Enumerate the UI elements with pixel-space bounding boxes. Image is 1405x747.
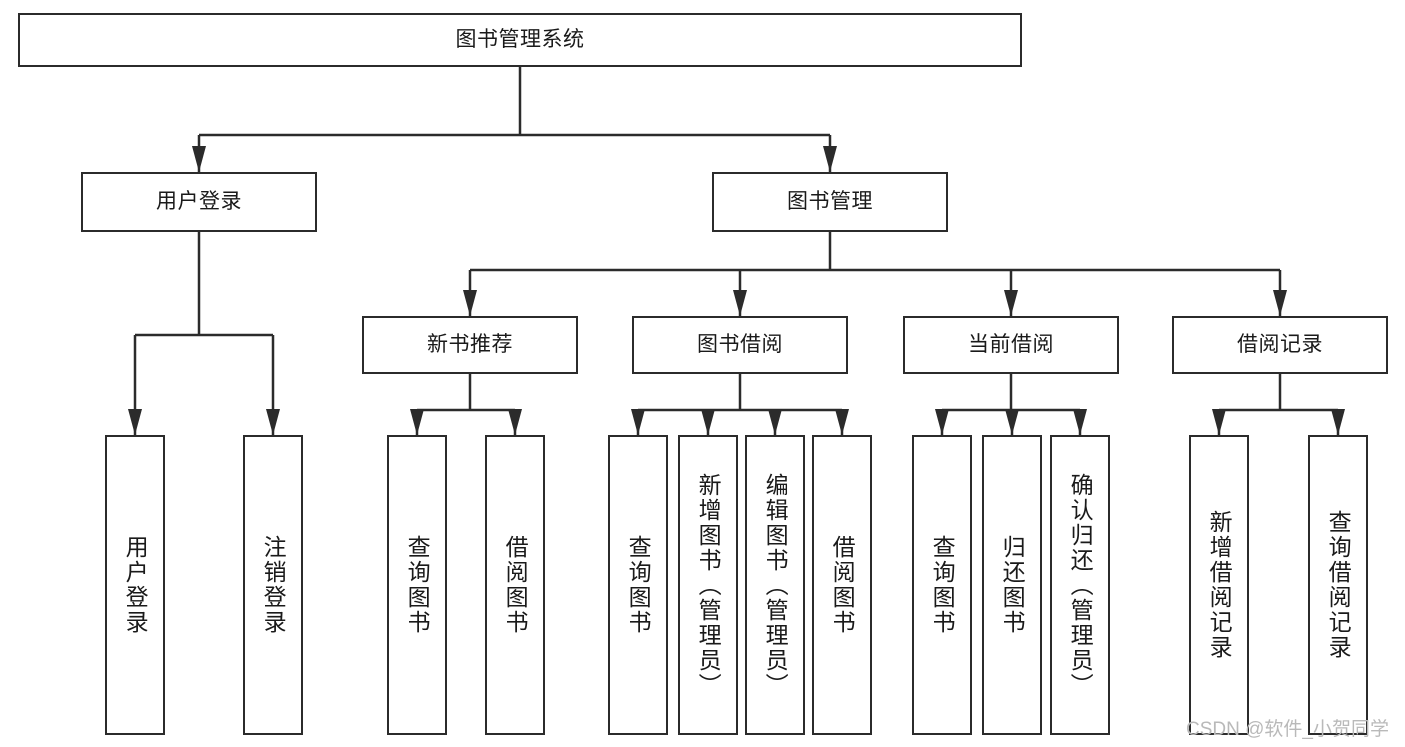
node-label: 图书管理系统 [455,27,585,51]
node-new-book-rec[interactable]: 新书推荐 [362,316,578,374]
node-leaf-user-login[interactable]: 用户登录 [105,435,165,735]
node-label: 借阅图书 [502,535,529,635]
arrowhead-icon [733,290,747,316]
node-leaf-rec-search[interactable]: 查询借阅记录 [1308,435,1368,735]
node-leaf-cur-confirm[interactable]: 确认归还（管理员） [1050,435,1110,735]
arrowhead-icon [701,409,715,435]
arrowhead-icon [410,409,424,435]
node-leaf-brw-query[interactable]: 查询图书 [608,435,668,735]
arrowhead-icon [823,146,837,172]
node-label: 借阅图书 [829,535,856,635]
arrowhead-icon [266,409,280,435]
arrowhead-icon [1004,290,1018,316]
arrowhead-icon [128,409,142,435]
node-label: 当前借阅 [968,332,1054,356]
node-leaf-rec-query[interactable]: 查询图书 [387,435,447,735]
node-book-manage[interactable]: 图书管理 [712,172,948,232]
arrowhead-icon [508,409,522,435]
node-user-login[interactable]: 用户登录 [81,172,317,232]
node-label: 新增借阅记录 [1206,510,1233,660]
node-borrow-record[interactable]: 借阅记录 [1172,316,1388,374]
arrowhead-icon [1273,290,1287,316]
node-current-borrow[interactable]: 当前借阅 [903,316,1119,374]
node-label: 归还图书 [999,535,1026,635]
node-label: 图书借阅 [697,332,783,356]
node-label: 新增图书（管理员） [695,472,722,698]
node-label: 查询图书 [625,535,652,635]
arrowhead-icon [631,409,645,435]
arrowhead-icon [835,409,849,435]
node-book-borrow[interactable]: 图书借阅 [632,316,848,374]
node-leaf-brw-lend[interactable]: 借阅图书 [812,435,872,735]
watermark: CSDN @软件_小贺同学 [1186,719,1389,740]
node-label: 查询图书 [929,535,956,635]
node-label: 查询借阅记录 [1325,510,1352,660]
arrowhead-icon [935,409,949,435]
arrowhead-icon [1005,409,1019,435]
arrowhead-icon [768,409,782,435]
arrowhead-icon [1212,409,1226,435]
node-leaf-rec-borrow[interactable]: 借阅图书 [485,435,545,735]
node-label: 确认归还（管理员） [1067,472,1094,698]
node-label: 编辑图书（管理员） [762,472,789,698]
node-leaf-brw-edit[interactable]: 编辑图书（管理员） [745,435,805,735]
node-label: 借阅记录 [1237,332,1323,356]
arrowhead-icon [1331,409,1345,435]
node-label: 注销登录 [260,535,287,635]
node-label: 图书管理 [787,189,873,213]
node-leaf-cur-return[interactable]: 归还图书 [982,435,1042,735]
node-label: 用户登录 [156,189,242,213]
node-leaf-brw-add[interactable]: 新增图书（管理员） [678,435,738,735]
node-label: 新书推荐 [427,332,513,356]
node-leaf-rec-add[interactable]: 新增借阅记录 [1189,435,1249,735]
node-leaf-cur-query[interactable]: 查询图书 [912,435,972,735]
node-root[interactable]: 图书管理系统 [18,13,1022,67]
node-leaf-user-logout[interactable]: 注销登录 [243,435,303,735]
arrowhead-icon [463,290,477,316]
node-label: 查询图书 [404,535,431,635]
node-label: 用户登录 [122,535,149,635]
arrowhead-icon [1073,409,1087,435]
arrowhead-icon [192,146,206,172]
